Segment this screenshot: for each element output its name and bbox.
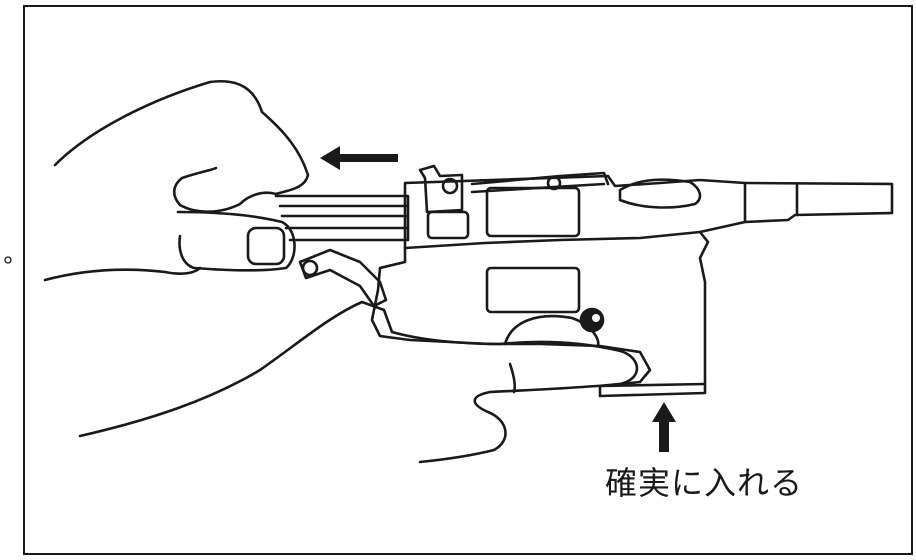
left-thumbnail — [246, 226, 286, 266]
frame-border — [23, 5, 913, 555]
right-finger-crease — [508, 362, 517, 394]
left-thumb — [176, 210, 296, 272]
slide-rail — [470, 171, 610, 186]
up-arrow-icon — [652, 402, 676, 452]
receiver-top — [403, 174, 747, 250]
frame-body — [370, 230, 710, 398]
margin-circle — [4, 256, 12, 264]
trigger-pin-inner — [592, 314, 600, 322]
right-hand — [78, 300, 639, 464]
lever-pin — [301, 259, 319, 277]
left-arrow-icon — [320, 146, 398, 170]
barrel — [743, 181, 894, 224]
magazine-window — [485, 266, 581, 314]
stripper-clip — [274, 194, 410, 242]
left-wrist — [43, 266, 202, 282]
left-hand — [53, 79, 310, 213]
trigger-guard — [503, 314, 600, 348]
cocking-lever — [298, 248, 388, 308]
ejection-port — [485, 186, 581, 238]
rear-sight — [618, 178, 702, 209]
insert-caption: 確実に入れる — [605, 464, 804, 502]
trigger-pin — [579, 307, 605, 333]
pin-rear — [441, 177, 459, 195]
slide-rail-line — [470, 182, 606, 194]
hammer-block — [426, 210, 470, 240]
magazine-base — [598, 382, 707, 388]
